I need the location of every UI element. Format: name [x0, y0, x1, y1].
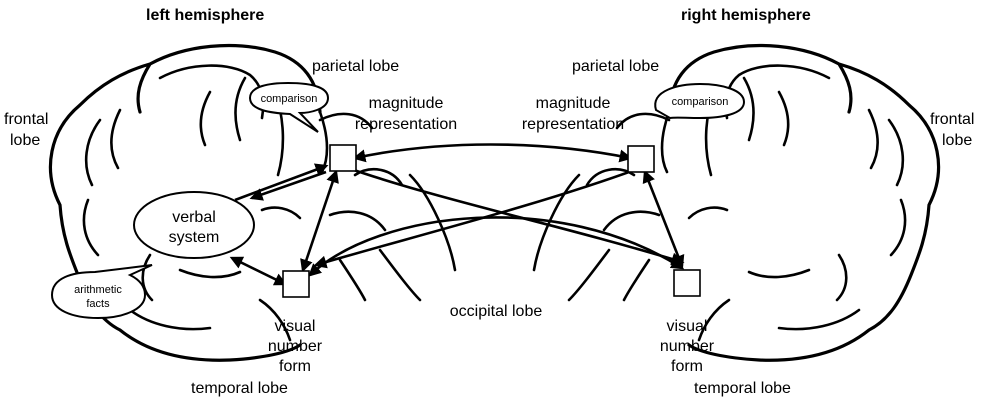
right-visual-number-form-label-2: number [660, 338, 715, 355]
arithmetic-facts-label-2: facts [86, 298, 110, 310]
left-visual-number-box [283, 271, 309, 297]
verbal-system-label-2: system [169, 229, 220, 246]
arithmetic-facts-label-1: arithmetic [74, 284, 122, 296]
right-hemisphere-title: right hemisphere [681, 7, 811, 24]
left-magnitude-box [330, 145, 356, 171]
right-visual-number-form-label-1: visual [667, 318, 708, 335]
connection-arrows [232, 145, 682, 285]
right-magnitude-label-1: magnitude [536, 95, 611, 112]
left-visual-number-form-label-3: form [279, 358, 311, 375]
right-parietal-lobe-label: parietal lobe [572, 58, 659, 75]
arrow-left-magnitude-to-right-magnitude [355, 145, 630, 159]
left-magnitude-label-1: magnitude [369, 95, 444, 112]
right-magnitude-box [628, 146, 654, 172]
left-visual-number-form-label-2: number [268, 338, 323, 355]
right-comparison-label: comparison [672, 96, 729, 108]
arrow-left-magnitude-to-verbal [252, 172, 326, 198]
right-frontal-lobe-label-1: frontal [930, 111, 974, 128]
left-hemisphere-title: left hemisphere [146, 7, 264, 24]
left-temporal-lobe-label: temporal lobe [191, 380, 288, 397]
right-temporal-lobe-label: temporal lobe [694, 380, 791, 397]
right-magnitude-label-2: representation [522, 116, 624, 133]
arrow-left-visual-to-right-magnitude [316, 168, 640, 265]
arrow-left-magnitude-to-left-visual [303, 172, 336, 270]
right-comparison-bubble: comparison [655, 84, 744, 118]
left-frontal-lobe-label-2: lobe [10, 132, 40, 149]
arrow-left-magnitude-to-right-visual [348, 168, 682, 262]
left-comparison-label: comparison [261, 93, 318, 105]
arithmetic-facts-bubble: arithmetic facts [52, 265, 152, 318]
left-comparison-bubble: comparison [250, 83, 328, 132]
left-visual-number-form-label-1: visual [275, 318, 316, 335]
left-frontal-lobe-label-1: frontal [4, 111, 48, 128]
occipital-lobe-label: occipital lobe [450, 303, 543, 320]
verbal-system-bubble: verbal system [134, 192, 254, 258]
right-frontal-lobe-label-2: lobe [942, 132, 972, 149]
verbal-system-label-1: verbal [172, 209, 216, 226]
arrow-verbal-to-left-magnitude [235, 166, 326, 200]
right-visual-number-box [674, 270, 700, 296]
right-visual-number-form-label-3: form [671, 358, 703, 375]
left-parietal-lobe-label: parietal lobe [312, 58, 399, 75]
left-magnitude-label-2: representation [355, 116, 457, 133]
